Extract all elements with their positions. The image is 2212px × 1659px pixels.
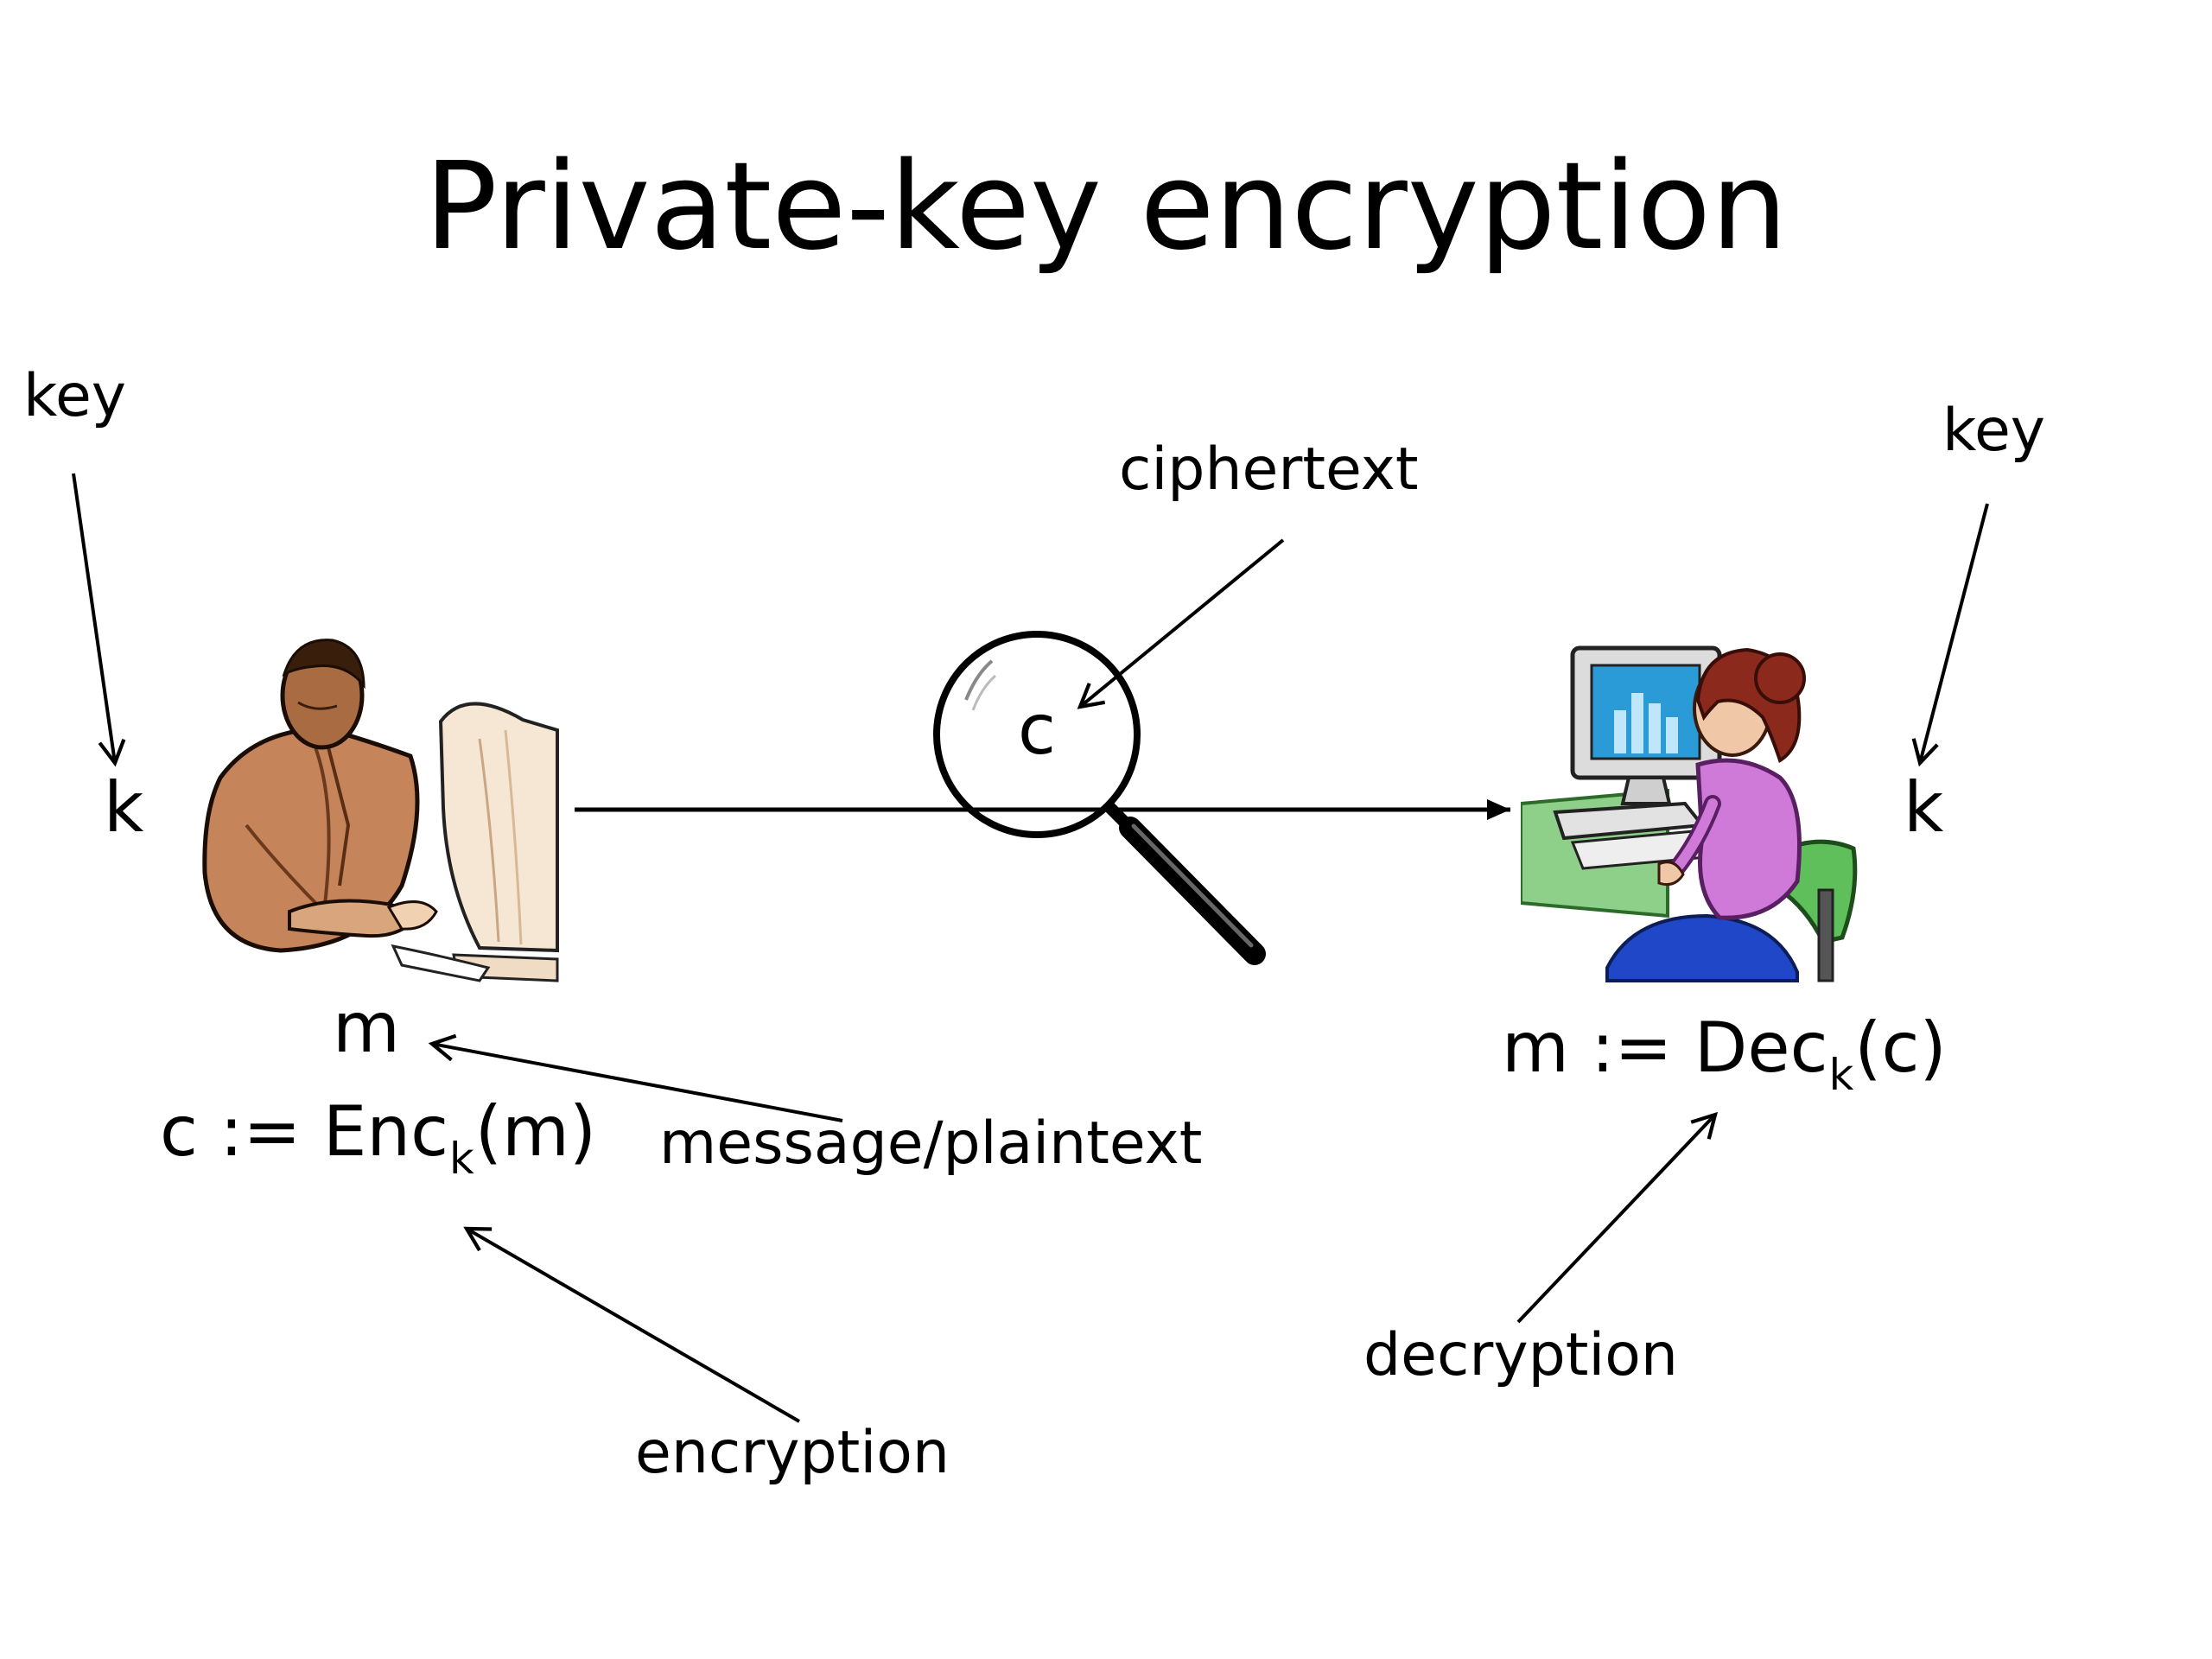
dec-formula-main: m := Dec (1502, 1007, 1828, 1088)
slide-title: Private-key encryption (424, 137, 1788, 277)
encryption-label: encryption (635, 1419, 950, 1487)
man-at-computer-icon (202, 639, 559, 982)
enc-formula-subscript: k (449, 1133, 474, 1184)
ciphertext-symbol: c (1018, 690, 1056, 770)
enc-formula-argument: (m) (474, 1091, 597, 1172)
ciphertext-label: ciphertext (1119, 435, 1419, 504)
decryption-formula: m := Deck(c) (1502, 1014, 1947, 1096)
message-plaintext-label: message/plaintext (659, 1109, 1203, 1178)
key-right-arrow (1911, 503, 1989, 767)
decryption-arrow (1516, 1111, 1719, 1324)
key-label-right: key (1942, 397, 2046, 465)
k-left: k (104, 767, 144, 848)
encryption-arrow (463, 1226, 801, 1423)
key-left-arrow (72, 473, 126, 767)
dec-formula-argument: (c) (1854, 1007, 1947, 1088)
enc-formula-main: c := Enc (160, 1091, 449, 1172)
message-symbol: m (333, 988, 400, 1068)
message-arrow (428, 1033, 843, 1122)
key-label-left: key (23, 362, 127, 430)
k-right: k (1904, 767, 1944, 848)
dec-formula-subscript: k (1828, 1049, 1854, 1100)
ciphertext-arrow (1077, 538, 1285, 709)
woman-at-computer-icon (1521, 645, 1858, 982)
magnifying-glass-icon (933, 631, 1266, 965)
decryption-label: decryption (1363, 1321, 1679, 1389)
encryption-formula: c := Enck(m) (160, 1097, 596, 1180)
